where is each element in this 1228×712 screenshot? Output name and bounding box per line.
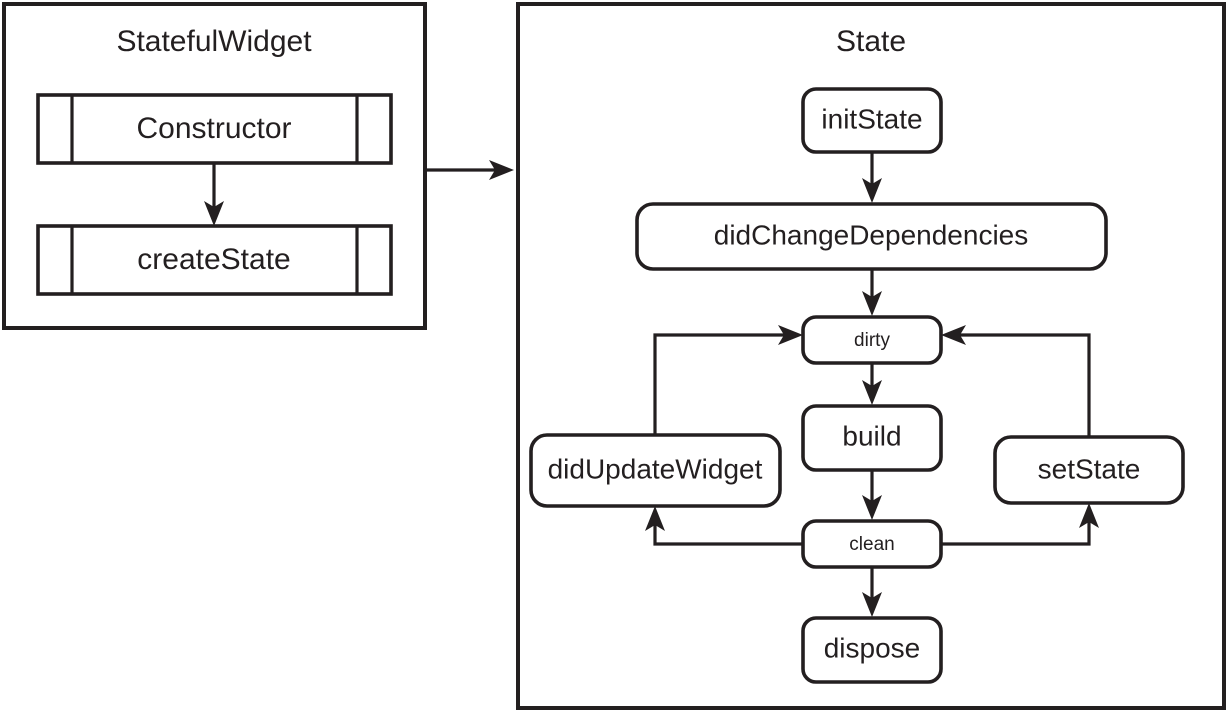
node-didchangedependencies[interactable]: didChangeDependencies [635,202,1108,271]
createstate-box[interactable] [36,224,393,296]
constructor-label: Constructor [136,112,291,145]
constructor-box[interactable] [36,93,393,165]
dirty-label: dirty [854,330,890,351]
statefulwidget-panel-title: StatefulWidget [116,25,312,58]
edge-path [954,333,1091,437]
edge-setstate-to-dirty [941,325,1091,437]
edge-constructor-to-createstate [204,163,224,226]
edge-path [653,333,790,435]
node-dispose[interactable]: dispose [801,616,943,684]
node-clean[interactable]: clean [801,519,943,569]
initstate-label: initState [821,103,922,134]
edge-initstate-to-didchangedependencies [862,152,882,203]
build-label: build [842,420,901,451]
arrowhead-left-icon [941,325,966,345]
node-didupdatewidget[interactable]: didUpdateWidget [529,433,782,508]
clean-label: clean [849,534,894,555]
node-setstate[interactable]: setState [993,435,1185,505]
node-constructor[interactable]: Constructor [36,93,393,165]
node-dirty[interactable]: dirty [801,315,943,365]
arrowhead-up-icon [1079,503,1099,528]
node-build[interactable]: build [801,404,943,472]
arrowhead-right-icon [778,325,803,345]
node-initstate[interactable]: initState [801,87,943,154]
state-panel-title: State [836,25,906,58]
arrowhead-right-icon [489,160,514,180]
edge-dirty-to-build [862,363,882,405]
arrowhead-down-icon [862,380,882,405]
dispose-label: dispose [824,632,921,663]
arrowhead-down-icon [862,291,882,316]
edge-didchangedependencies-to-dirty [862,269,882,316]
edge-path [653,519,803,546]
edge-clean-to-setstate [941,503,1099,546]
arrowhead-down-icon [862,592,882,617]
panel-state: State initState didChangeDependencies [516,2,1226,710]
panel-statefulwidget: StatefulWidget Constructor createState [2,2,427,330]
edge-didupdatewidget-to-dirty [653,325,803,435]
arrowhead-down-icon [862,178,882,203]
arrowhead-down-icon [862,495,882,520]
edge-clean-to-didupdatewidget [645,506,803,546]
edge-build-to-clean [862,470,882,520]
dispose-box[interactable] [801,616,943,684]
createstate-label: createState [137,243,290,276]
setstate-label: setState [1038,453,1141,484]
edge-clean-to-dispose [862,567,882,617]
didupdatewidget-label: didUpdateWidget [548,453,763,484]
didchangedependencies-label: didChangeDependencies [714,219,1028,250]
edge-statefulwidget-to-state [425,160,514,180]
arrowhead-down-icon [204,201,224,226]
node-createstate[interactable]: createState [36,224,393,296]
arrowhead-up-icon [645,506,665,531]
edge-path [941,516,1091,546]
